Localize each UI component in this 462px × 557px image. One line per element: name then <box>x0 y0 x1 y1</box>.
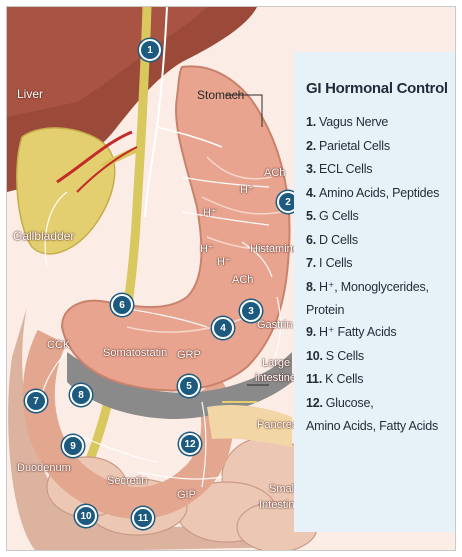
legend-item-6: 6.D Cells <box>306 229 456 253</box>
marker-3[interactable]: 3 <box>240 300 262 322</box>
legend-title: GI Hormonal Control <box>306 80 456 97</box>
marker-4[interactable]: 4 <box>212 317 234 339</box>
label-gip: GIP <box>177 489 196 501</box>
legend-item-1: 1.Vagus Nerve <box>306 111 456 135</box>
legend-item-7: 7.I Cells <box>306 252 456 276</box>
diagram-frame: Liver Stomach Gallbladder ACh ACh Histam… <box>6 6 456 551</box>
legend-item-2: 2.Parietal Cells <box>306 135 456 159</box>
label-h-ion-2: H⁺ <box>203 206 217 219</box>
marker-5[interactable]: 5 <box>178 375 200 397</box>
label-large-intestine-line2: intestine <box>255 372 296 384</box>
label-ach-1: ACh <box>264 167 285 179</box>
label-gallbladder: Gallbladder <box>13 229 74 243</box>
label-ach-2: ACh <box>232 274 253 286</box>
marker-1[interactable]: 1 <box>139 39 161 61</box>
label-liver: Liver <box>17 87 43 101</box>
marker-9[interactable]: 9 <box>62 435 84 457</box>
legend-item-5: 5.G Cells <box>306 205 456 229</box>
legend-item-4: 4.Amino Acids, Peptides <box>306 182 456 206</box>
marker-11[interactable]: 11 <box>132 507 154 529</box>
marker-10[interactable]: 10 <box>75 505 97 527</box>
label-cck: CCK <box>47 339 70 351</box>
label-small-intestine-line1: Small <box>269 483 297 495</box>
label-duodenum: Duodenum <box>17 462 71 474</box>
label-large-intestine-line1: Large <box>262 357 290 369</box>
label-h-ion-4: H⁺ <box>217 255 231 268</box>
legend-item-9: 9.H⁺ Fatty Acids <box>306 321 456 345</box>
label-h-ion-1: H⁺ <box>240 183 254 196</box>
label-h-ion-3: H⁺ <box>200 242 214 255</box>
label-secretin: Secretin <box>107 475 147 487</box>
marker-12[interactable]: 12 <box>179 433 201 455</box>
marker-8[interactable]: 8 <box>70 384 92 406</box>
label-gastrin: Gastrin <box>257 319 292 331</box>
legend-item-10: 10.S Cells <box>306 345 456 369</box>
legend-list: 1.Vagus Nerve 2.Parietal Cells 3.ECL Cel… <box>306 111 456 437</box>
marker-6[interactable]: 6 <box>111 294 133 316</box>
legend-item-8: 8.H⁺, Monoglycerides,Protein <box>306 276 456 322</box>
label-histamine: Histamine <box>250 243 299 255</box>
legend-panel: GI Hormonal Control 1.Vagus Nerve 2.Pari… <box>294 52 456 532</box>
legend-item-11: 11.K Cells <box>306 368 456 392</box>
marker-7[interactable]: 7 <box>25 390 47 412</box>
label-grp: GRP <box>177 349 201 361</box>
legend-item-3: 3.ECL Cells <box>306 158 456 182</box>
label-somatostatin: Somatostatin <box>103 347 167 359</box>
label-stomach: Stomach <box>197 88 244 102</box>
legend-item-12: 12.Glucose,Amino Acids, Fatty Acids <box>306 392 456 438</box>
